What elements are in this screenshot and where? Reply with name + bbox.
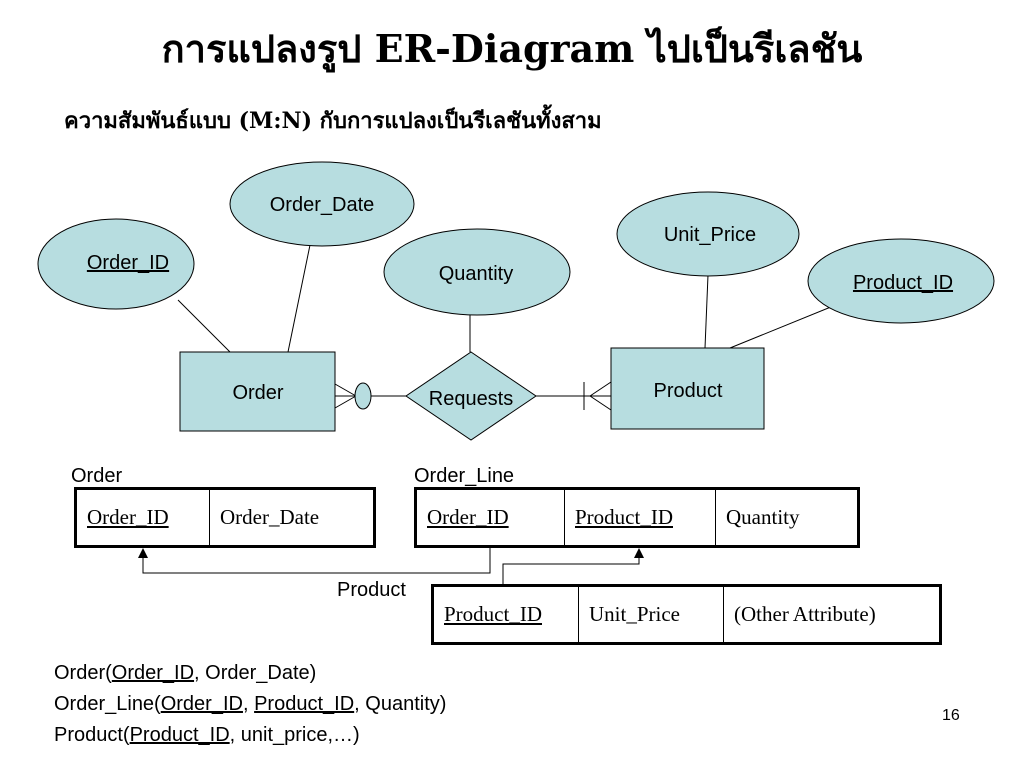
line-unit-price — [704, 274, 709, 349]
relationship-requests: Requests — [429, 388, 514, 410]
attr-quantity-shape — [383, 228, 571, 316]
schema-line-product: Product(Product_ID, unit_price,…) — [54, 724, 360, 746]
table-product: Product_ID Unit_Price (Other Attribute) — [431, 584, 942, 645]
table-order-line-col-2: Product_ID — [564, 488, 716, 547]
attr-unit-price: Unit_Price — [664, 224, 756, 246]
table-order: Order_ID Order_Date — [74, 487, 376, 548]
table-order-col-2: Order_Date — [209, 488, 375, 547]
relationship-requests-shape — [405, 351, 537, 441]
attr-product-id: Product_ID — [853, 272, 953, 294]
cardinality-optional-circle — [354, 382, 372, 410]
entity-order: Order — [232, 382, 283, 404]
table-order-col-1: Order_ID — [87, 505, 169, 529]
fk-arrow-order-id — [142, 548, 491, 574]
table-order-line-name: Order_Line — [414, 465, 515, 487]
table-product-col-2: Unit_Price — [578, 585, 724, 644]
schema-line-order: Order(Order_ID, Order_Date) — [54, 662, 317, 684]
fk-arrow-product-id — [502, 556, 640, 584]
table-product-col-1: Product_ID — [444, 602, 542, 626]
entity-product: Product — [654, 380, 723, 402]
table-order-line-col-1: Order_ID — [427, 505, 509, 529]
attr-product-id-shape — [807, 238, 995, 324]
attr-order-date-shape — [229, 161, 415, 247]
table-order-line: Order_ID Product_ID Quantity — [414, 487, 860, 548]
entity-order-shape — [179, 351, 336, 432]
table-order-name: Order — [71, 465, 123, 487]
table-product-col-3: (Other Attribute) — [723, 585, 941, 644]
page-number: 16 — [942, 707, 960, 724]
schema-line-order-line: Order_Line(Order_ID, Product_ID, Quantit… — [54, 693, 447, 715]
er-diagram: Order_ID Order_Date Quantity Unit_Price … — [37, 161, 995, 441]
attr-quantity: Quantity — [439, 263, 513, 285]
table-product-name: Product — [337, 579, 406, 601]
table-order-line-col-3: Quantity — [715, 488, 859, 547]
attr-order-id-shape — [37, 218, 195, 310]
attr-order-date: Order_Date — [270, 194, 375, 216]
line-order-id — [177, 299, 231, 353]
slide-title: การแปลงรูป ER-Diagram ไปเป็นรีเลชัน — [161, 26, 863, 71]
attr-unit-price-shape — [616, 191, 800, 277]
relational-schema: Order(Order_ID, Order_Date) Order_Line(O… — [54, 658, 446, 751]
line-product-id — [729, 299, 849, 349]
line-order-date — [287, 244, 311, 353]
entity-product-shape — [610, 347, 765, 430]
slide-subtitle: ความสัมพันธ์แบบ (M:N) กับการแปลงเป็นรีเล… — [64, 108, 602, 134]
attr-order-id: Order_ID — [87, 252, 169, 274]
